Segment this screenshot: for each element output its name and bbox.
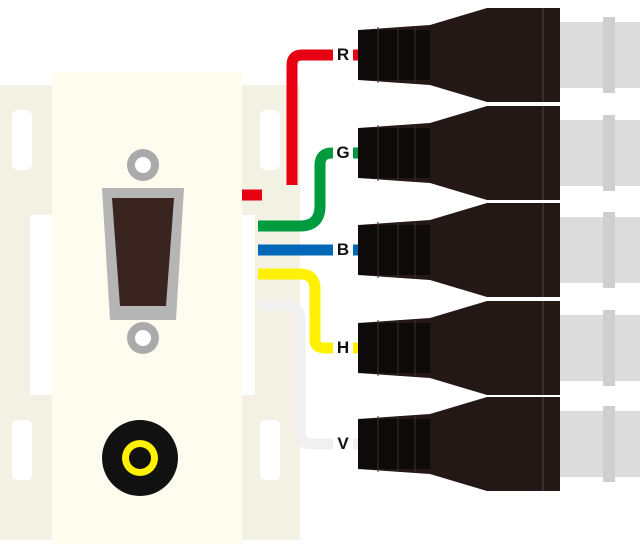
- signal-label-h: H: [333, 338, 353, 358]
- signal-label-r: R: [333, 45, 353, 65]
- signal-label-v: V: [333, 434, 353, 454]
- bnc-connectors: [352, 8, 640, 491]
- rca-port: [102, 420, 178, 496]
- bnc-connector-h: [352, 301, 640, 395]
- bnc-connector-r: [352, 8, 640, 102]
- bnc-connector-v: [352, 397, 640, 491]
- bracket-cutouts: [12, 110, 280, 480]
- bnc-connector-b: [352, 203, 640, 297]
- wires: [240, 49, 360, 450]
- signal-label-g: G: [333, 143, 353, 163]
- signal-label-b: B: [333, 240, 353, 260]
- bnc-connector-g: [352, 106, 640, 200]
- vga-port: [102, 149, 184, 354]
